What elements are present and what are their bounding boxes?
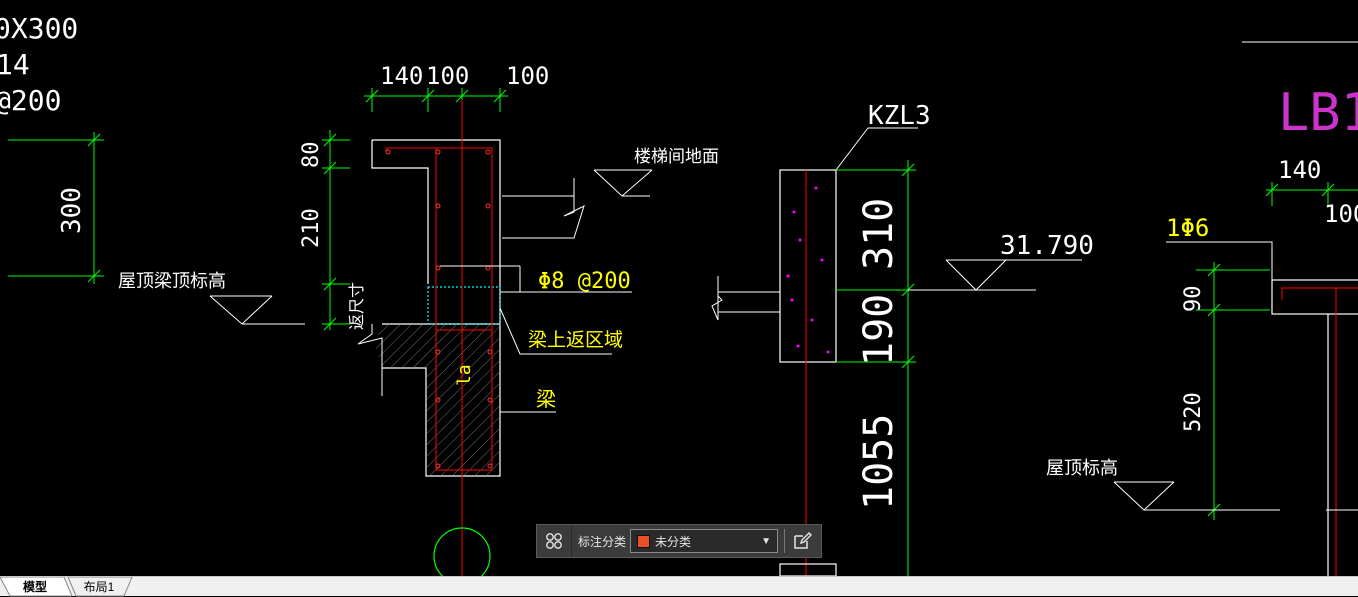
note-line-1: 0X300: [0, 12, 78, 45]
roof-elev-label: 屋顶标高: [1046, 458, 1118, 479]
phi6-label: 1Φ6: [1166, 214, 1209, 242]
upturn-size-label: 返尺寸: [347, 282, 366, 330]
right-section-outline: [1271, 279, 1358, 315]
dim-100-b: 100: [506, 62, 549, 90]
chevron-down-icon: ▼: [761, 535, 772, 547]
dim-100-a: 100: [426, 62, 469, 90]
category-selected-value: 未分类: [655, 534, 692, 549]
dim-210: 210: [299, 208, 324, 248]
beam-label: 梁: [536, 387, 556, 411]
dim-100-right: 100: [1324, 200, 1358, 228]
annotation-toolbar: 标注分类 未分类 ▼: [536, 524, 822, 558]
dim-90: 90: [1181, 286, 1206, 313]
upturn-zone-label: 梁上返区域: [528, 329, 623, 351]
dim-300: 300: [57, 187, 87, 234]
annotation-category-label: 标注分类: [578, 534, 627, 549]
roof-beam-top-label: 屋顶梁顶标高: [118, 271, 226, 292]
note-line-3: @200: [0, 84, 61, 117]
layout-tab-bar: 模型 布局1: [0, 576, 1358, 597]
note-line-2: 14: [0, 48, 30, 81]
kzl-column: [779, 169, 837, 363]
kzl-label: KZL3: [868, 101, 931, 131]
annotation-category-select[interactable]: 未分类 ▼: [630, 529, 779, 553]
upturn-zone: [427, 286, 501, 325]
dim-140-right: 140: [1278, 156, 1321, 184]
cad-drawing-canvas[interactable]: 0X300 14 @200 300 屋顶梁顶标高 140 100 100: [0, 0, 1358, 576]
dim-1055: 1055: [856, 414, 902, 510]
la-label: la: [454, 364, 475, 386]
grid-icon[interactable]: [537, 525, 572, 557]
dim-80: 80: [299, 142, 324, 169]
dim-140: 140: [380, 62, 423, 90]
tab-outline: [0, 577, 133, 597]
dim-310: 310: [856, 198, 902, 270]
rebar-spec-label: Φ8 @200: [538, 269, 631, 294]
tab-model[interactable]: 模型: [22, 580, 47, 594]
slab-hatch: [376, 324, 426, 368]
category-color-swatch: [637, 534, 651, 548]
axis-bubble: [433, 527, 491, 576]
beam-hatch: [426, 324, 500, 476]
lb1-label: LB1: [1278, 83, 1358, 143]
edit-icon[interactable]: [785, 525, 819, 557]
dim-520: 520: [1181, 392, 1206, 432]
stair-floor-label: 楼梯间地面: [634, 147, 719, 167]
elevation-value: 31.790: [1000, 231, 1094, 261]
tab-layout-1[interactable]: 布局1: [83, 580, 115, 594]
dim-190: 190: [856, 294, 902, 366]
toolbar-divider: [784, 529, 786, 553]
